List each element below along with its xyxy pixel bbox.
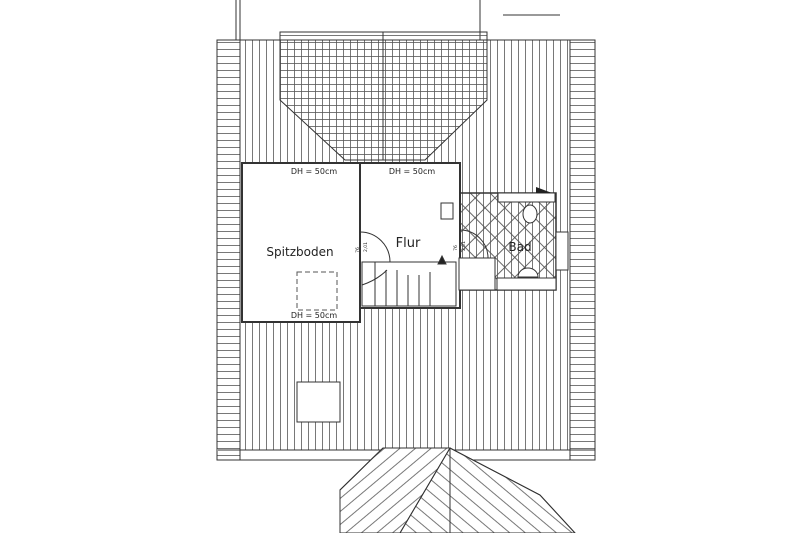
room-label-spitzboden: Spitzboden [266,245,333,259]
doors [359,229,489,263]
bath-fixtures [440,202,539,278]
door-label: 2,01 [363,242,369,252]
bottom-gable [339,447,576,533]
stairs [361,254,457,307]
sink-icon [517,267,539,278]
height-note: DH = 50cm [291,167,338,176]
floor-hatch-dashed [296,271,338,311]
height-note: DH = 50cm [291,311,338,320]
skylight [296,381,341,423]
door-label: 76 [453,245,459,251]
toilet-icon [522,204,538,224]
height-note: DH = 50cm [389,167,436,176]
door-label: 76 [355,247,361,253]
chimney [555,231,569,271]
room-label-flur: Flur [396,236,421,251]
door-label: 2,01 [461,241,467,251]
attic-rooms [241,162,557,323]
room-label-bad: Bad [508,240,531,254]
top-dormer [279,31,488,161]
